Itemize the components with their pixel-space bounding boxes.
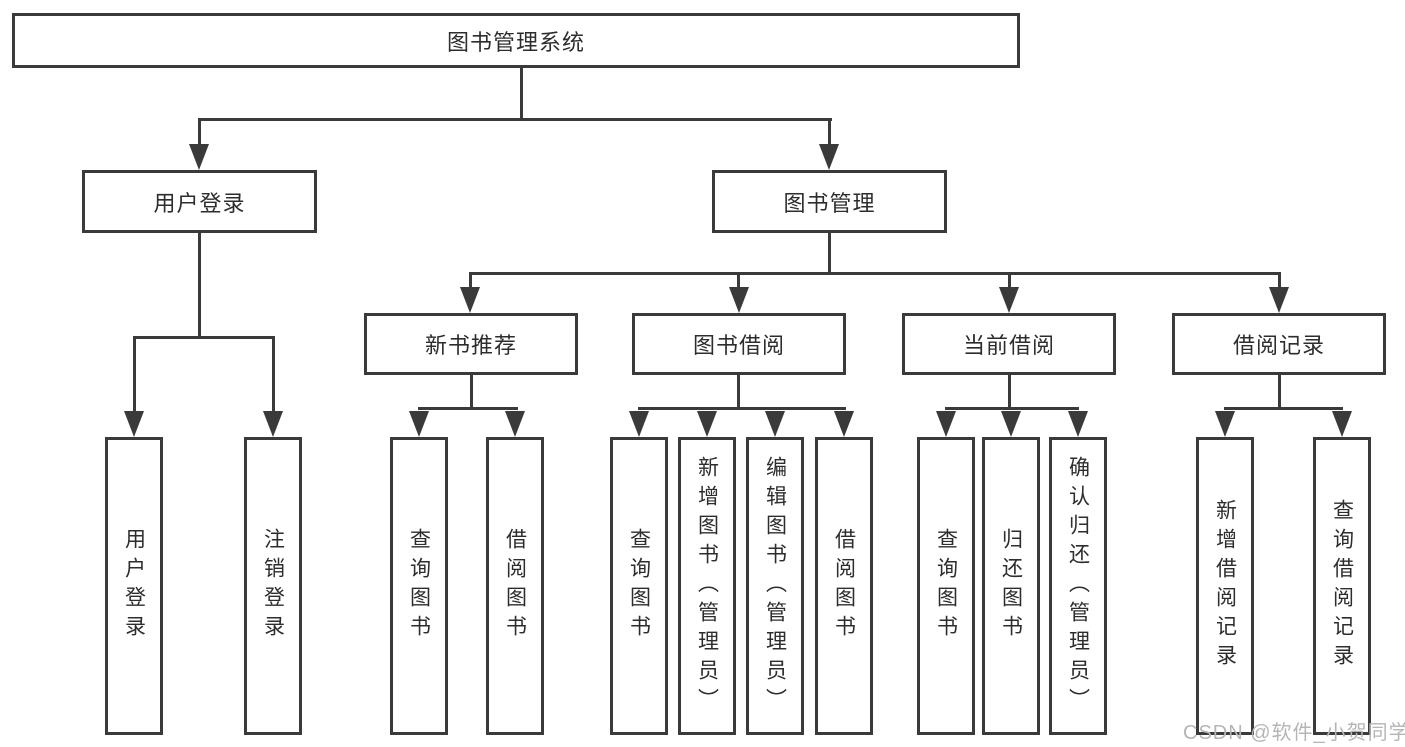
arrow-down-icon: [1215, 411, 1235, 437]
connector-line: [737, 375, 740, 410]
node-leaf-return-books: 归还图书: [982, 437, 1040, 735]
node-book-management-system: 图书管理系统: [12, 13, 1020, 68]
connector-line: [828, 233, 831, 275]
arrow-down-icon: [505, 411, 525, 437]
node-leaf-add-borrow-record: 新增借阅记录: [1196, 437, 1254, 735]
connector-line: [133, 336, 275, 339]
connector-line: [1278, 375, 1281, 410]
node-leaf-borrow-books-borrowing: 借阅图书: [815, 437, 873, 735]
arrow-down-icon: [189, 144, 209, 170]
node-leaf-query-books-borrowing: 查询图书: [610, 437, 668, 735]
arrow-down-icon: [999, 287, 1019, 313]
connector-line: [418, 407, 518, 410]
arrow-down-icon: [629, 411, 649, 437]
connector-line: [828, 121, 831, 149]
node-leaf-confirm-return-admin: 确认归还（管理员）: [1049, 437, 1107, 735]
arrow-down-icon: [697, 411, 717, 437]
node-leaf-borrow-books-recommend: 借阅图书: [486, 437, 544, 735]
connector-line: [133, 339, 136, 414]
arrow-down-icon: [936, 411, 956, 437]
connector-line: [272, 339, 275, 414]
arrow-down-icon: [1332, 411, 1352, 437]
connector-line: [737, 275, 740, 289]
node-leaf-user-login: 用户登录: [105, 437, 163, 735]
node-book-borrowing: 图书借阅: [632, 313, 846, 375]
connector-line: [638, 407, 846, 410]
node-leaf-edit-books-admin: 编辑图书（管理员）: [746, 437, 804, 735]
connector-line: [198, 233, 201, 339]
node-current-borrowing: 当前借阅: [902, 313, 1116, 375]
arrow-down-icon: [1269, 287, 1289, 313]
arrow-down-icon: [409, 411, 429, 437]
node-leaf-query-books-recommend: 查询图书: [390, 437, 448, 735]
connector-line: [945, 407, 1079, 410]
node-borrowing-records: 借阅记录: [1172, 313, 1386, 375]
node-leaf-query-books-current: 查询图书: [917, 437, 975, 735]
arrow-down-icon: [729, 287, 749, 313]
arrow-down-icon: [1001, 411, 1021, 437]
connector-line: [1008, 375, 1011, 410]
connector-line: [1008, 275, 1011, 289]
connector-line: [470, 375, 473, 410]
connector-line: [469, 275, 472, 289]
connector-line: [469, 272, 1281, 275]
watermark: CSDN @软件_小贺同学: [1183, 722, 1405, 744]
arrow-down-icon: [263, 411, 283, 437]
node-leaf-query-borrow-record: 查询借阅记录: [1313, 437, 1371, 735]
connector-line: [198, 118, 832, 121]
connector-line: [1224, 407, 1343, 410]
arrow-down-icon: [1068, 411, 1088, 437]
connector-line: [520, 68, 523, 121]
node-book-management: 图书管理: [712, 170, 947, 233]
node-user-login: 用户登录: [82, 170, 317, 233]
node-leaf-logout: 注销登录: [244, 437, 302, 735]
arrow-down-icon: [124, 411, 144, 437]
arrow-down-icon: [834, 411, 854, 437]
connector-line: [198, 121, 201, 149]
arrow-down-icon: [765, 411, 785, 437]
node-leaf-add-books-admin: 新增图书（管理员）: [678, 437, 736, 735]
arrow-down-icon: [819, 144, 839, 170]
node-new-book-recommend: 新书推荐: [364, 313, 578, 375]
arrow-down-icon: [460, 287, 480, 313]
connector-line: [1278, 275, 1281, 289]
